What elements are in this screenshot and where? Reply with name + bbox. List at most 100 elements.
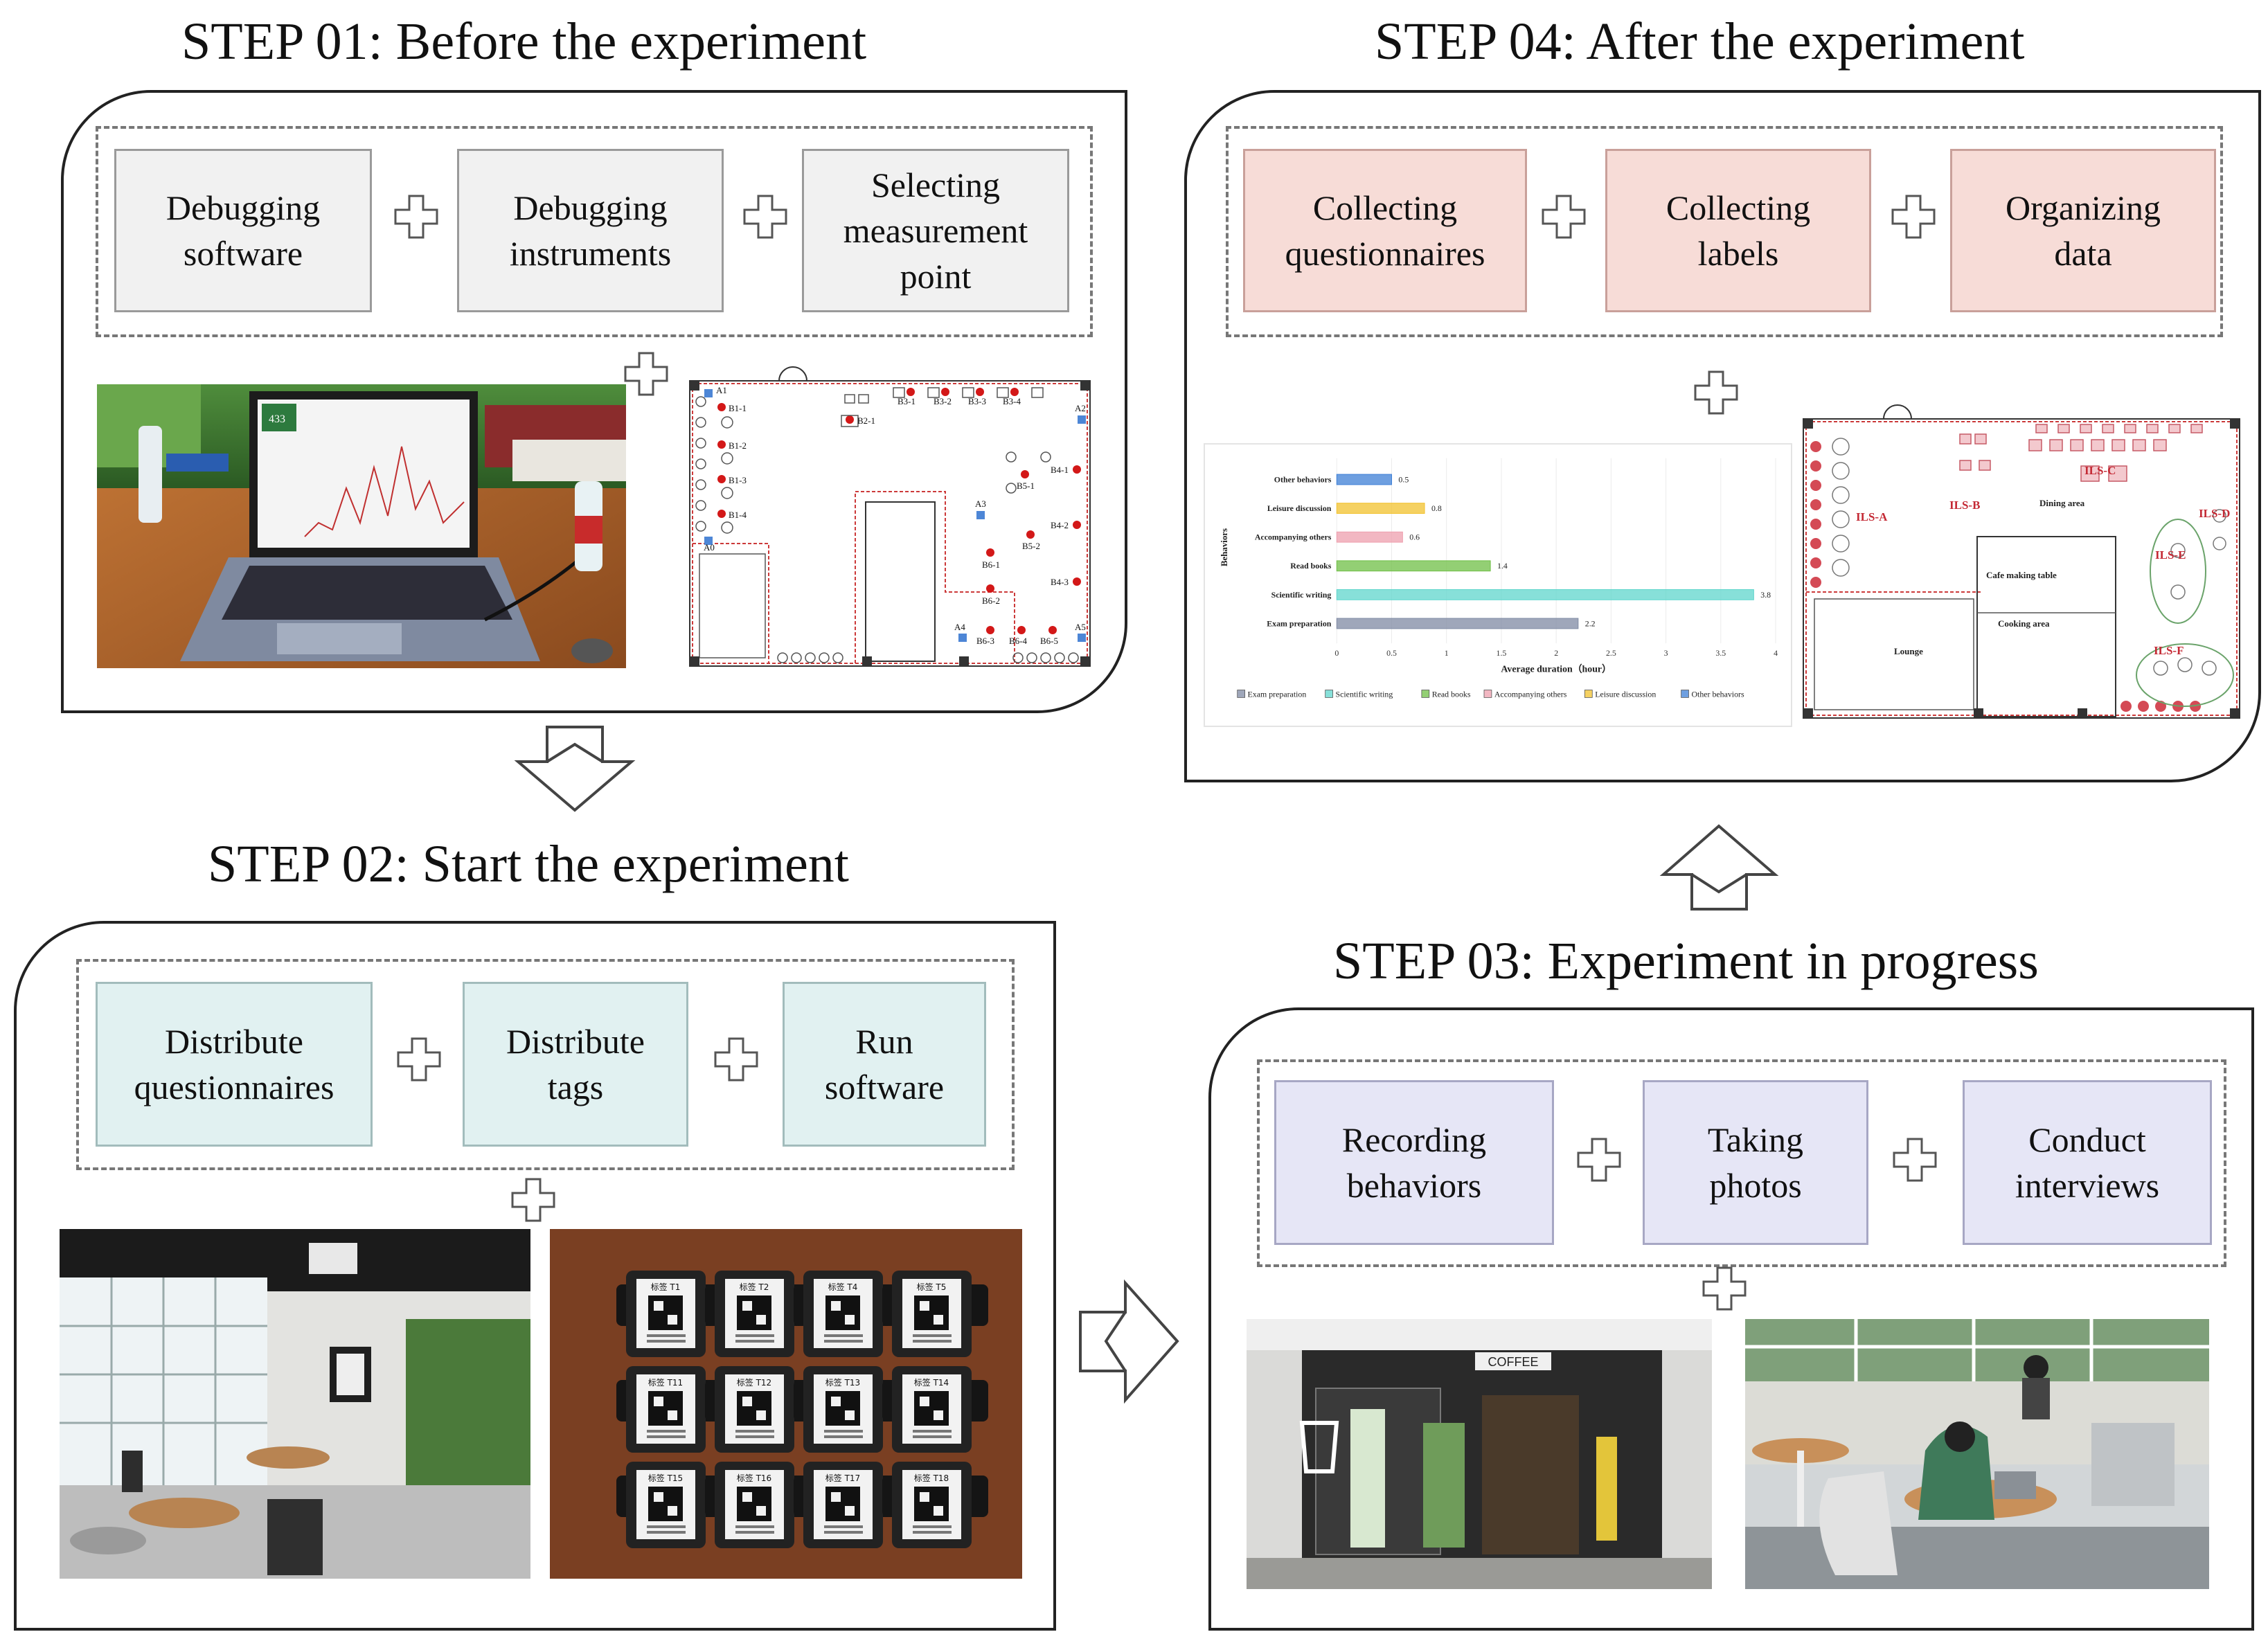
- sensor-tag-label: 标签 T5: [917, 1282, 947, 1292]
- svg-text:B6-2: B6-2: [982, 595, 1000, 606]
- svg-text:B1-2: B1-2: [729, 440, 747, 451]
- sensor-tag-label: 标签 T11: [648, 1377, 683, 1388]
- plus-icon: [1702, 1266, 1747, 1311]
- chart-x-tick: 2: [1554, 648, 1558, 658]
- step02-box-1: Distribute questionnaires: [96, 982, 373, 1147]
- laptop-photo: 433: [97, 384, 626, 668]
- step-box-label: Collecting labels: [1666, 188, 1811, 273]
- svg-text:B6-1: B6-1: [982, 559, 1000, 570]
- plus-icon: [1891, 195, 1936, 239]
- zones-floorplan: ILS-A ILS-B ILS-C ILS-D ILS-E ILS-F Dini…: [1803, 404, 2240, 719]
- chart-x-tick: 4: [1774, 648, 1778, 658]
- chart-bar: [1336, 589, 1754, 600]
- step-box-label: Collecting questionnaires: [1285, 188, 1485, 273]
- chart-category-label: Other behaviors: [1274, 474, 1332, 484]
- step03-box-2: Taking photos: [1643, 1080, 1868, 1245]
- chart-x-tick: 3: [1664, 648, 1668, 658]
- chart-x-tick: 0: [1334, 648, 1339, 658]
- chart-bar: [1336, 531, 1403, 543]
- sensor-tag: 标签 T13: [794, 1366, 900, 1453]
- sensor-tag: 标签 T2: [705, 1271, 811, 1357]
- svg-text:A5: A5: [1075, 622, 1086, 632]
- zone-ils-b: ILS-B: [1949, 499, 1980, 512]
- coffee-sign: COFFEE: [1488, 1355, 1538, 1369]
- step03-dashed-group: [1257, 1059, 2226, 1267]
- arrow-right-icon: [1079, 1279, 1179, 1404]
- svg-text:B3-3: B3-3: [968, 396, 986, 406]
- chart-bar: [1336, 618, 1579, 629]
- chart-category-label: Accompanying others: [1255, 532, 1332, 542]
- sensor-tag: 标签 T17: [794, 1462, 900, 1548]
- step-box-label: Run software: [824, 1022, 945, 1106]
- step04-title: STEP 04: After the experiment: [1375, 12, 2025, 71]
- svg-text:A1: A1: [716, 385, 727, 395]
- svg-text:A0: A0: [704, 542, 715, 553]
- svg-text:B6-5: B6-5: [1040, 636, 1058, 646]
- svg-text:B3-4: B3-4: [1003, 396, 1021, 406]
- chart-x-tick: 1.5: [1497, 648, 1507, 658]
- step-box-label: Debugging instruments: [509, 188, 672, 273]
- chart-value-label: 0.5: [1398, 474, 1409, 484]
- step01-box-3: Selecting measurement point: [802, 149, 1069, 312]
- chart-category-label: Read books: [1290, 561, 1331, 571]
- laptop-reading: 433: [269, 413, 285, 425]
- sensor-tag-label: 标签 T12: [737, 1377, 771, 1388]
- chart-legend-swatch: [1237, 690, 1245, 698]
- step01-title: STEP 01: Before the experiment: [181, 12, 867, 71]
- step04-box-1: Collecting questionnaires: [1243, 149, 1527, 312]
- room-lounge: Lounge: [1894, 646, 1923, 656]
- room-cooking-area: Cooking area: [1998, 618, 2050, 629]
- step01-box-1: Debugging software: [114, 149, 372, 312]
- step-box-label: Debugging software: [166, 188, 321, 273]
- step-box-label: Selecting measurement point: [843, 165, 1028, 296]
- plus-icon: [1694, 370, 1738, 415]
- chart-legend-label: Other behaviors: [1691, 689, 1744, 699]
- step-box-label: Taking photos: [1707, 1120, 1804, 1205]
- chart-bar: [1336, 474, 1393, 485]
- cafe-storefront-photo: COFFEE: [1247, 1319, 1712, 1589]
- plus-icon: [511, 1178, 555, 1222]
- plus-icon: [397, 1037, 441, 1082]
- chart-x-tick: 0.5: [1386, 648, 1397, 658]
- chart-y-axis-label: Behaviors: [1220, 528, 1229, 566]
- sensor-tag: 标签 T14: [882, 1366, 988, 1453]
- sensor-tag-label: 标签 T17: [825, 1473, 860, 1483]
- plus-icon: [714, 1037, 758, 1082]
- step03-box-1: Recording behaviors: [1274, 1080, 1554, 1245]
- step03-title: STEP 03: Experiment in progress: [1333, 932, 2039, 990]
- sensor-tag-label: 标签 T4: [828, 1282, 858, 1292]
- sensor-tag: 标签 T1: [616, 1271, 722, 1357]
- step-box-label: Distribute questionnaires: [134, 1022, 334, 1106]
- step04-box-3: Organizing data: [1950, 149, 2216, 312]
- svg-text:B5-2: B5-2: [1022, 541, 1040, 551]
- chart-value-label: 2.2: [1585, 618, 1596, 628]
- sensor-tag-label: 标签 T16: [737, 1473, 771, 1483]
- chart-legend-swatch: [1584, 690, 1593, 698]
- step04-box-2: Collecting labels: [1605, 149, 1871, 312]
- chart-bar: [1336, 560, 1491, 572]
- zone-ils-d: ILS-D: [2199, 507, 2230, 520]
- svg-text:B4-3: B4-3: [1051, 577, 1069, 587]
- chart-legend-swatch: [1325, 690, 1333, 698]
- chart-value-label: 0.8: [1431, 503, 1442, 513]
- sensor-tag-label: 标签 T1: [651, 1282, 681, 1292]
- chart-category-label: Scientific writing: [1271, 590, 1332, 600]
- svg-text:B1-4: B1-4: [729, 510, 747, 520]
- plus-icon: [394, 195, 438, 239]
- chart-legend-label: Accompanying others: [1494, 689, 1567, 699]
- svg-text:B5-1: B5-1: [1017, 481, 1035, 491]
- chart-legend-label: Scientific writing: [1336, 689, 1393, 699]
- zone-ils-a: ILS-A: [1856, 510, 1888, 523]
- svg-text:B1-1: B1-1: [729, 403, 747, 413]
- svg-text:B1-3: B1-3: [729, 475, 747, 485]
- step-box-label: Organizing data: [2005, 188, 2161, 273]
- step-box-label: Conduct interviews: [2015, 1120, 2160, 1205]
- chart-legend-label: Exam preparation: [1248, 689, 1307, 699]
- svg-text:B3-1: B3-1: [898, 396, 916, 406]
- step02-dashed-group: [76, 959, 1015, 1170]
- sensor-tag: 标签 T5: [882, 1271, 988, 1357]
- zone-ils-e: ILS-E: [2155, 548, 2186, 562]
